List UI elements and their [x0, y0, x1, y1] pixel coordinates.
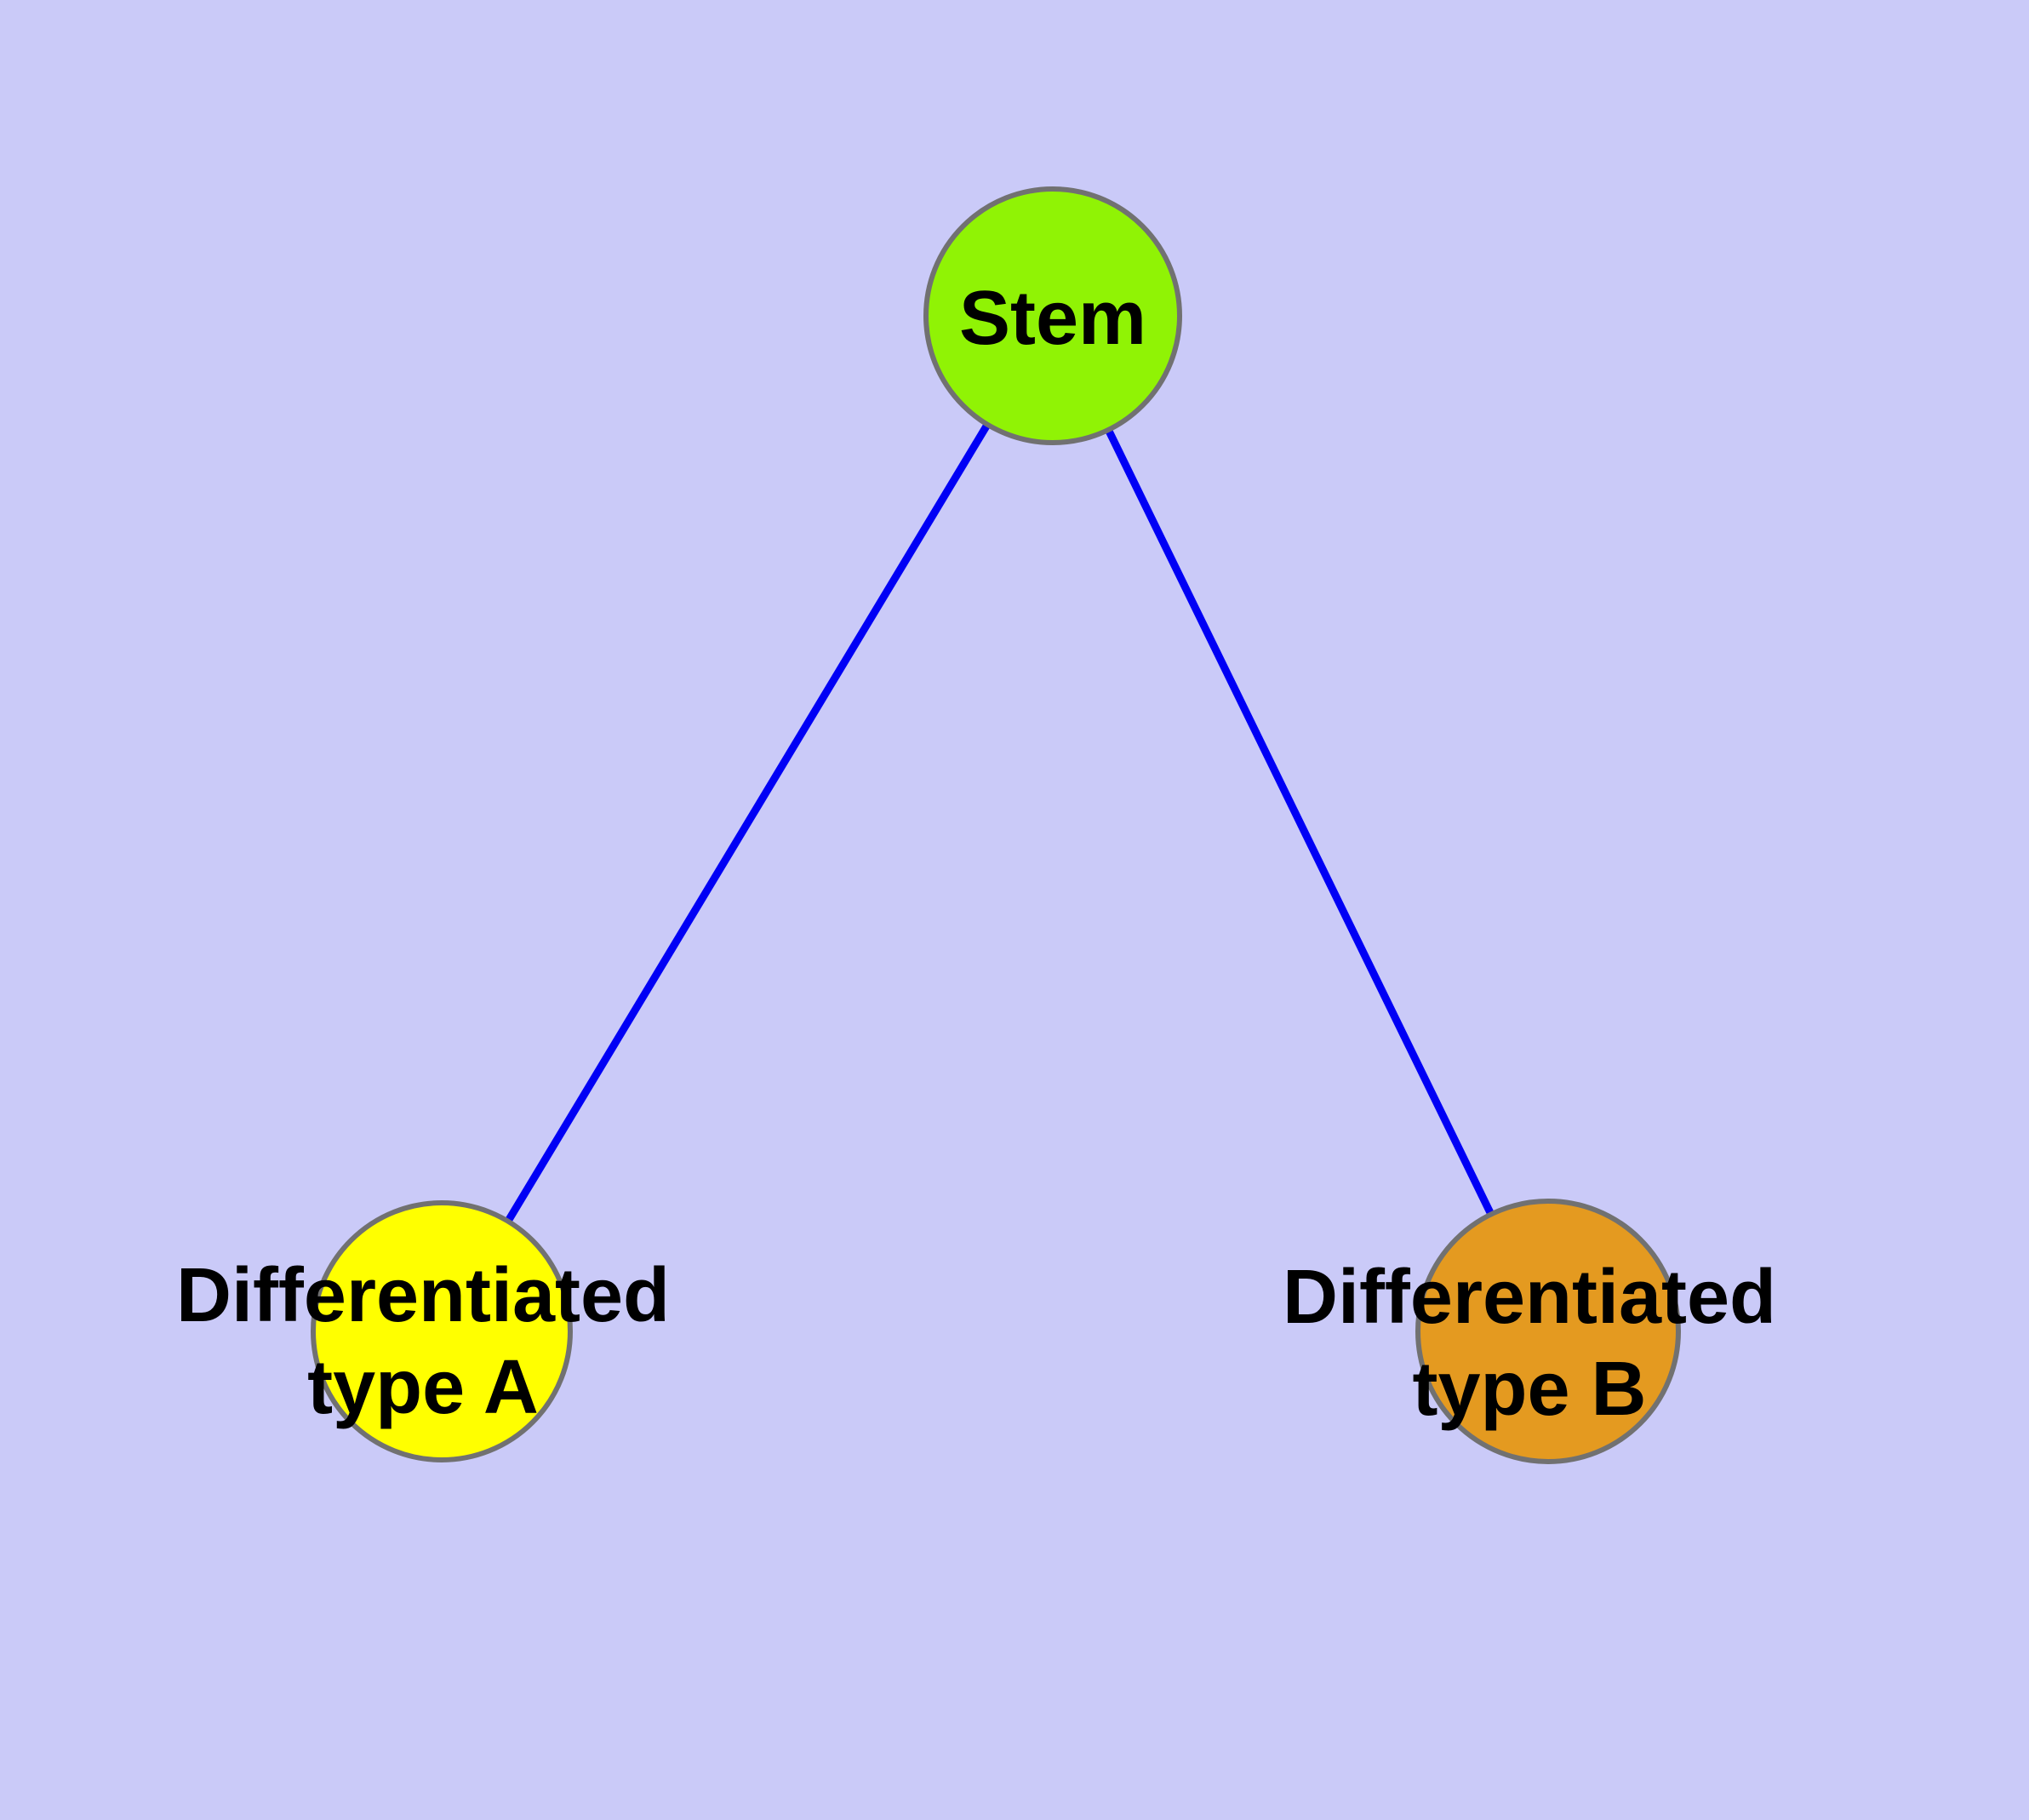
node-type-a-label-line-1: Differentiated	[176, 1253, 670, 1338]
node-stem-label: Stem	[959, 276, 1146, 361]
node-stem	[923, 186, 1182, 445]
node-type-a-label-line-2: type A	[307, 1345, 539, 1430]
edge-stem-to-type-b	[1049, 314, 1552, 1333]
node-differentiated-type-a	[311, 1200, 573, 1462]
node-type-b-label-line-2: type B	[1412, 1347, 1646, 1432]
node-type-b-label-line-1: Differentiated	[1283, 1255, 1776, 1340]
edge-stem-to-type-a	[438, 313, 1056, 1334]
node-differentiated-type-b	[1415, 1199, 1681, 1464]
